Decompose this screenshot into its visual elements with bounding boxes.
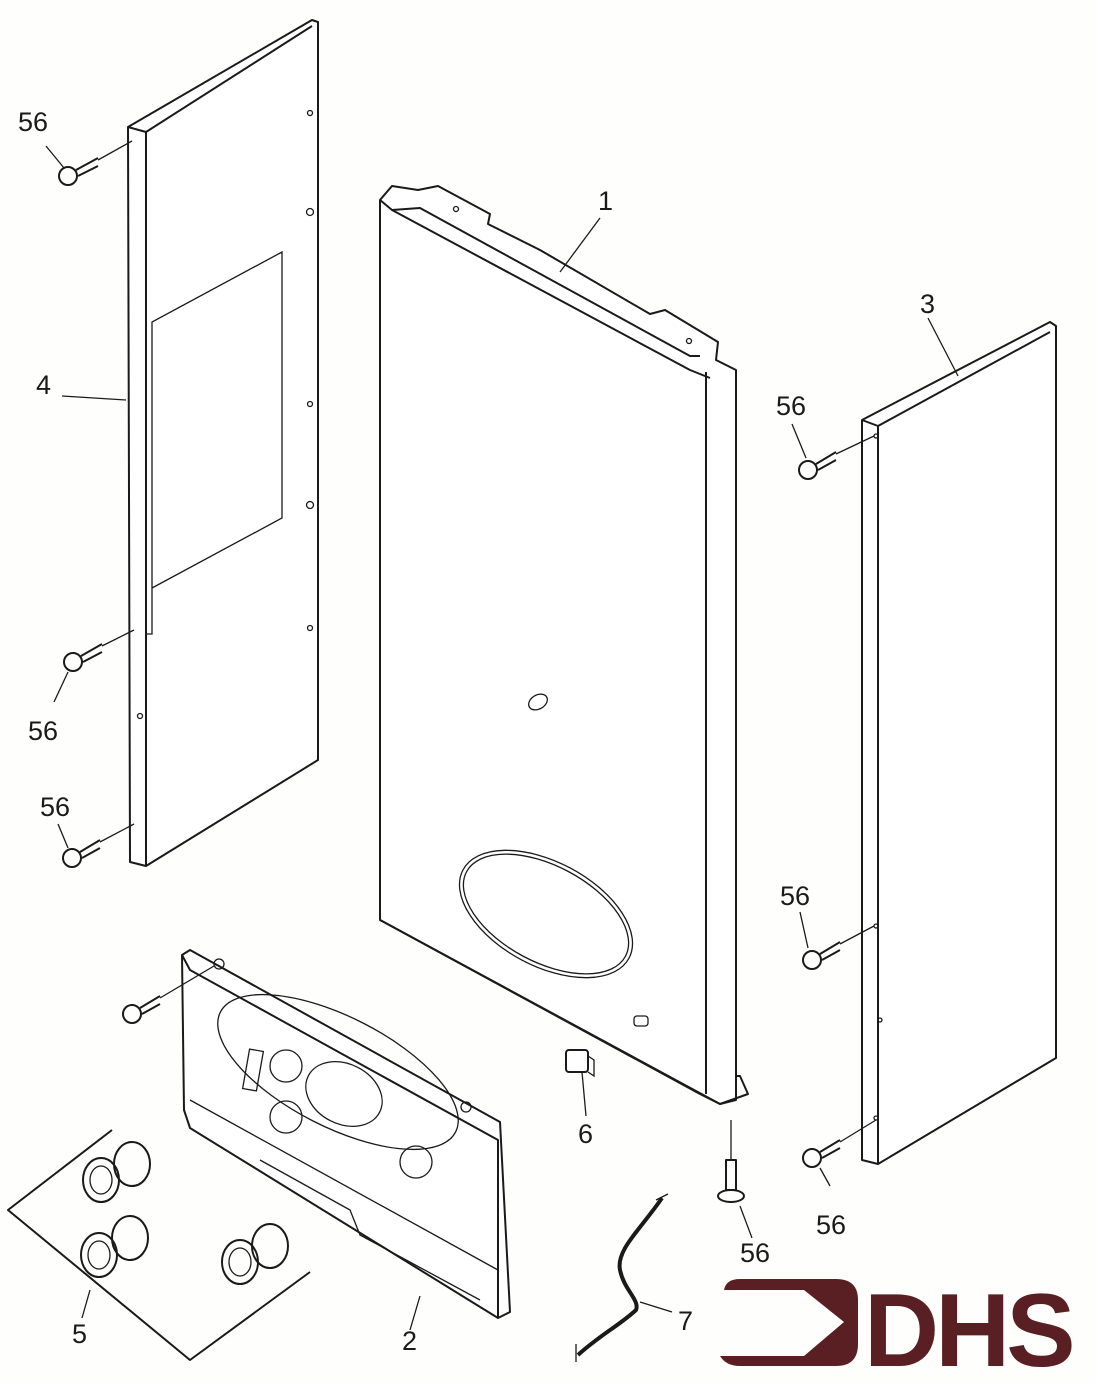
logo-arrow-icon bbox=[720, 1279, 858, 1366]
label-part-5: 5 bbox=[72, 1319, 87, 1349]
front-casing bbox=[379, 185, 749, 1105]
label-screw-top-right: 56 bbox=[776, 391, 806, 421]
badge-clip bbox=[565, 1049, 595, 1078]
screw-fascia bbox=[122, 965, 215, 1024]
label-part-1: 1 bbox=[598, 186, 613, 216]
knob bbox=[82, 1141, 151, 1203]
label-screw-low-left: 56 bbox=[40, 792, 70, 822]
knob bbox=[80, 1215, 149, 1278]
label-part-3: 3 bbox=[920, 289, 935, 319]
screw-low-right bbox=[802, 1119, 877, 1168]
label-screw-top-left: 56 bbox=[18, 107, 48, 137]
screw-low-left bbox=[62, 823, 135, 868]
label-part-2: 2 bbox=[402, 1326, 417, 1356]
label-part-4: 4 bbox=[36, 370, 51, 400]
wire-link bbox=[575, 1193, 669, 1362]
label-screw-mid-left: 56 bbox=[28, 716, 58, 746]
right-side-panel bbox=[861, 321, 1057, 1165]
leader-lines bbox=[45, 145, 959, 1331]
left-side-panel bbox=[127, 19, 319, 867]
screw-top-right bbox=[798, 435, 875, 480]
control-knob-set bbox=[7, 1129, 311, 1361]
knob bbox=[221, 1223, 289, 1285]
label-part-6: 6 bbox=[578, 1119, 593, 1149]
control-fascia bbox=[181, 949, 511, 1319]
screw-bottom-center bbox=[717, 1120, 745, 1203]
screw-mid-right bbox=[802, 925, 875, 970]
label-screw-bottom-center: 56 bbox=[740, 1238, 770, 1268]
label-screw-low-right: 56 bbox=[816, 1210, 846, 1240]
label-part-7: 7 bbox=[678, 1306, 693, 1336]
label-screw-mid-right: 56 bbox=[780, 881, 810, 911]
logo-text: DHS bbox=[864, 1273, 1072, 1384]
dhs-logo: DHS bbox=[720, 1273, 1076, 1384]
screw-mid-left bbox=[63, 629, 135, 672]
screw-top-left bbox=[58, 140, 133, 186]
